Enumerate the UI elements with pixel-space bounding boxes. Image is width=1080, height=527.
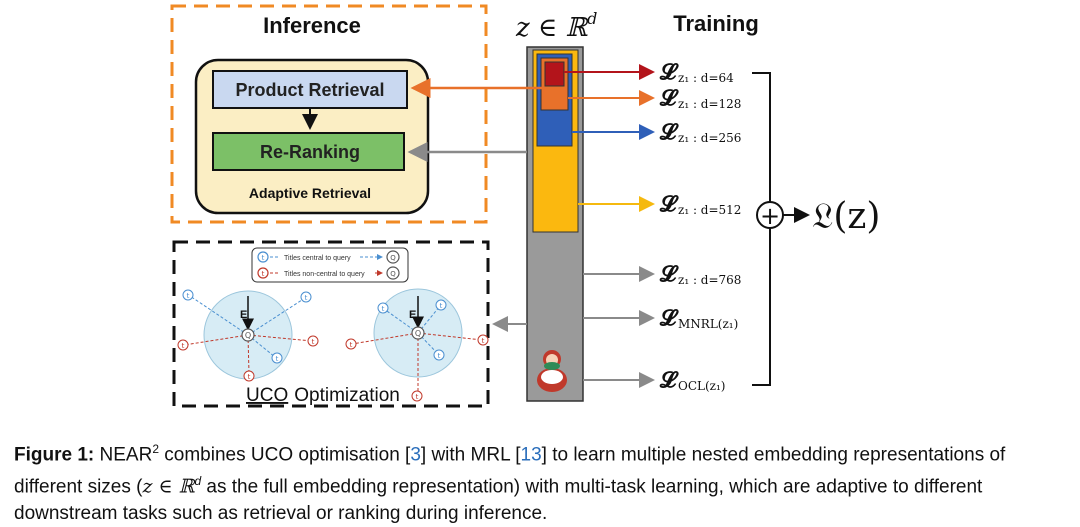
query-icon-left: Q xyxy=(245,331,251,340)
uco-title-part1: UCO xyxy=(246,385,288,406)
e-label-left: E xyxy=(240,309,247,321)
legend-noncentral-label: Titles non-central to query xyxy=(284,271,365,278)
caption-part3: ] with MRL [ xyxy=(420,444,521,466)
uco-sphere-right: E Q xyxy=(351,288,483,394)
title-nodes: t t t t t t t t t t t t xyxy=(177,289,489,402)
legend-title-icon-red: t xyxy=(262,270,265,278)
title-node: t xyxy=(182,342,185,350)
loss-symbol: 𝓛 xyxy=(659,261,679,287)
product-retrieval-box xyxy=(212,70,408,109)
title-node: t xyxy=(482,337,485,345)
inference-title: Inference xyxy=(263,13,361,38)
title-node: t xyxy=(312,338,315,346)
uco-sphere-left: E Q xyxy=(183,290,313,380)
re-ranking-box xyxy=(212,132,405,171)
uco-panel xyxy=(172,240,490,408)
loss-sub: z₁ : d=128 xyxy=(678,97,741,111)
query-icon-right: Q xyxy=(415,329,421,338)
training-title: Training xyxy=(673,11,759,36)
loss-sub: MNRL(z₁) xyxy=(678,317,738,331)
caption-part1: NEAR xyxy=(94,444,153,466)
legend-query-icon: Q xyxy=(390,254,396,262)
title-node: t xyxy=(382,305,385,313)
title-node: t xyxy=(440,302,443,310)
e-label-right: E xyxy=(409,309,416,321)
loss-sub: z₁ : d=768 xyxy=(678,273,741,287)
loss-symbol: 𝓛 xyxy=(659,367,679,393)
matryoshka-doll-icon xyxy=(537,350,567,392)
caption-math: z ∈ ℝ xyxy=(142,475,195,498)
loss-sub: z₁ : d=256 xyxy=(678,131,741,145)
title-node: t xyxy=(276,355,279,363)
loss-sub: OCL(z₁) xyxy=(678,379,725,393)
title-node: t xyxy=(416,393,419,401)
caption-part2: combines UCO optimisation [ xyxy=(159,444,411,466)
title-node: t xyxy=(305,294,308,302)
embedding-header-sup: d xyxy=(587,9,597,28)
adaptive-retrieval-label: Adaptive Retrieval xyxy=(249,185,371,201)
legend-query-icon-2: Q xyxy=(390,270,396,278)
caption-part4: ] to learn multiple nested embedding rep… xyxy=(14,444,1006,498)
sum-plus: + xyxy=(760,202,780,230)
title-node: t xyxy=(350,341,353,349)
caption-math-sup: d xyxy=(194,474,202,489)
uco-title: UCO Optimization xyxy=(246,385,400,406)
embedding-header-text: z ∈ ℝ xyxy=(515,13,588,43)
caption-ref-3[interactable]: 3 xyxy=(410,444,421,466)
caption-ref-13[interactable]: 13 xyxy=(520,444,542,466)
caption-sup: 2 xyxy=(152,442,159,456)
legend-central-label: Titles central to query xyxy=(284,255,351,262)
product-retrieval-label: Product Retrieval xyxy=(235,80,384,100)
title-node: t xyxy=(187,292,190,300)
uco-title-part2: Optimization xyxy=(294,385,400,406)
loss-sub: z₁ : d=64 xyxy=(678,71,734,85)
embedding-seg-64 xyxy=(544,61,565,87)
re-ranking-label: Re-Ranking xyxy=(260,142,360,162)
loss-symbol: 𝓛 xyxy=(659,59,679,85)
loss-symbol: 𝓛 xyxy=(659,119,679,145)
total-loss-label: 𝔏(z) xyxy=(812,196,880,237)
loss-sub: z₁ : d=512 xyxy=(678,203,741,217)
caption-label: Figure 1: xyxy=(14,444,95,466)
figure-diagram: Inference Product Retrieval Re-Ranking A… xyxy=(170,4,880,408)
loss-symbol: 𝓛 xyxy=(659,191,679,217)
title-node: t xyxy=(248,373,251,381)
caption-part5: as the full embedding representation) wi… xyxy=(14,476,983,524)
loss-symbol: 𝓛 xyxy=(659,85,679,111)
legend-title-icon-blue: t xyxy=(262,254,265,262)
inference-panel xyxy=(170,4,488,224)
figure-caption: Figure 1: NEAR2 combines UCO optimisatio… xyxy=(14,436,1074,527)
loss-symbol: 𝓛 xyxy=(659,305,679,331)
title-node: t xyxy=(438,352,441,360)
embedding-header: z ∈ ℝd xyxy=(515,9,597,43)
